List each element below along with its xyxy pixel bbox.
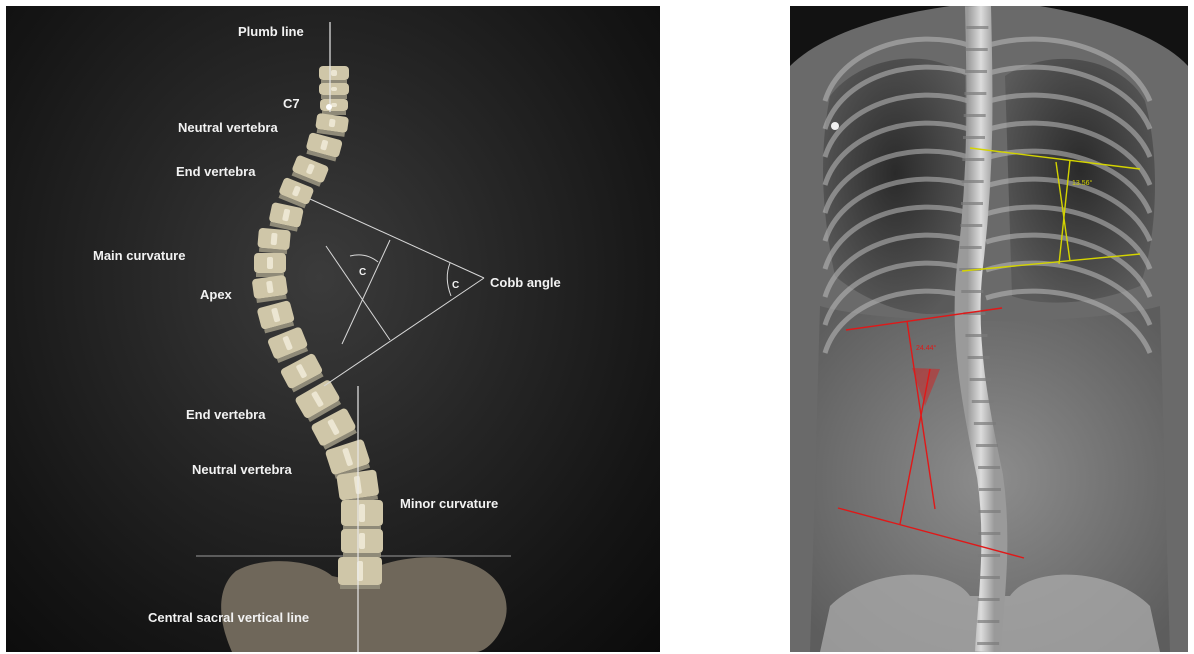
label-end-vertebra-bottom: End vertebra [186,407,266,422]
label-end-vertebra-top: End vertebra [176,164,256,179]
xray-disc-space [979,488,1001,491]
xray-disc-space [976,444,998,447]
xray-disc-space [965,334,987,337]
xray-disc-space [978,576,1000,579]
xray-disc-space [962,158,984,161]
angle-arc-outer [447,263,451,296]
xray-disc-space [965,70,987,73]
xray-disc-space [961,290,983,293]
vertebra [268,202,304,232]
vertebra [304,132,343,162]
label-plumb-line: Plumb line [238,24,304,39]
label-neutral-vertebra-bottom: Neutral vertebra [192,462,292,477]
cobb-upper-line [310,199,484,278]
vertebra [341,500,383,530]
cobb-angle-diagram: Plumb line C7 Neutral vertebra End verte… [6,6,660,652]
label-cobb-angle: Cobb angle [490,275,561,290]
xray-disc-space [962,180,984,183]
vertebra [315,113,349,137]
xray-disc-space [964,114,986,117]
xray-clip-marker [831,122,839,130]
upper-angle-value: 13.56° [1072,179,1093,187]
vertebra [257,228,291,255]
xray-disc-space [966,48,988,51]
label-apex: Apex [200,287,233,302]
label-minor-curvature: Minor curvature [400,496,498,511]
label-c7: C7 [283,96,300,111]
xray-disc-space [977,642,999,645]
vertebra [256,300,296,334]
angle-arc-inner [350,255,378,262]
xray-svg: 13.56° 24.44° [790,6,1188,652]
label-neutral-vertebra-top: Neutral vertebra [178,120,278,135]
vertebra [341,529,383,557]
xray-disc-space [960,224,982,227]
xray-disc-space [978,532,1000,535]
xray-disc-space [963,136,985,139]
vertebra [319,83,349,99]
xray-disc-space [978,554,1000,557]
label-angle-c-inner: C [359,267,366,278]
lower-angle-value: 24.44° [916,344,937,352]
xray-disc-space [979,510,1001,513]
xray-disc-space [968,356,990,359]
xray-disc-space [966,26,988,29]
c7-marker-dot [326,104,332,110]
xray-disc-space [978,598,1000,601]
label-main-curvature: Main curvature [93,248,185,263]
label-central-sacral-vertical-line: Central sacral vertical line [148,610,309,625]
xray-disc-space [960,246,982,249]
xray-disc-space [974,422,996,425]
xray-disc-space [961,202,983,205]
xray-disc-space [977,620,999,623]
xray-disc-space [964,92,986,95]
xray-disc-space [972,400,994,403]
vertebra [319,66,349,84]
spine [252,66,383,589]
xray-disc-space [970,378,992,381]
xray-disc-space [978,466,1000,469]
label-angle-c-outer: C [452,280,459,291]
chest-xray-image: 13.56° 24.44° [790,6,1188,652]
vertebra [338,557,382,589]
vertebra [252,275,289,303]
vertebra [320,99,348,115]
vertebra [254,253,286,277]
diagram-svg: Plumb line C7 Neutral vertebra End verte… [6,6,660,652]
